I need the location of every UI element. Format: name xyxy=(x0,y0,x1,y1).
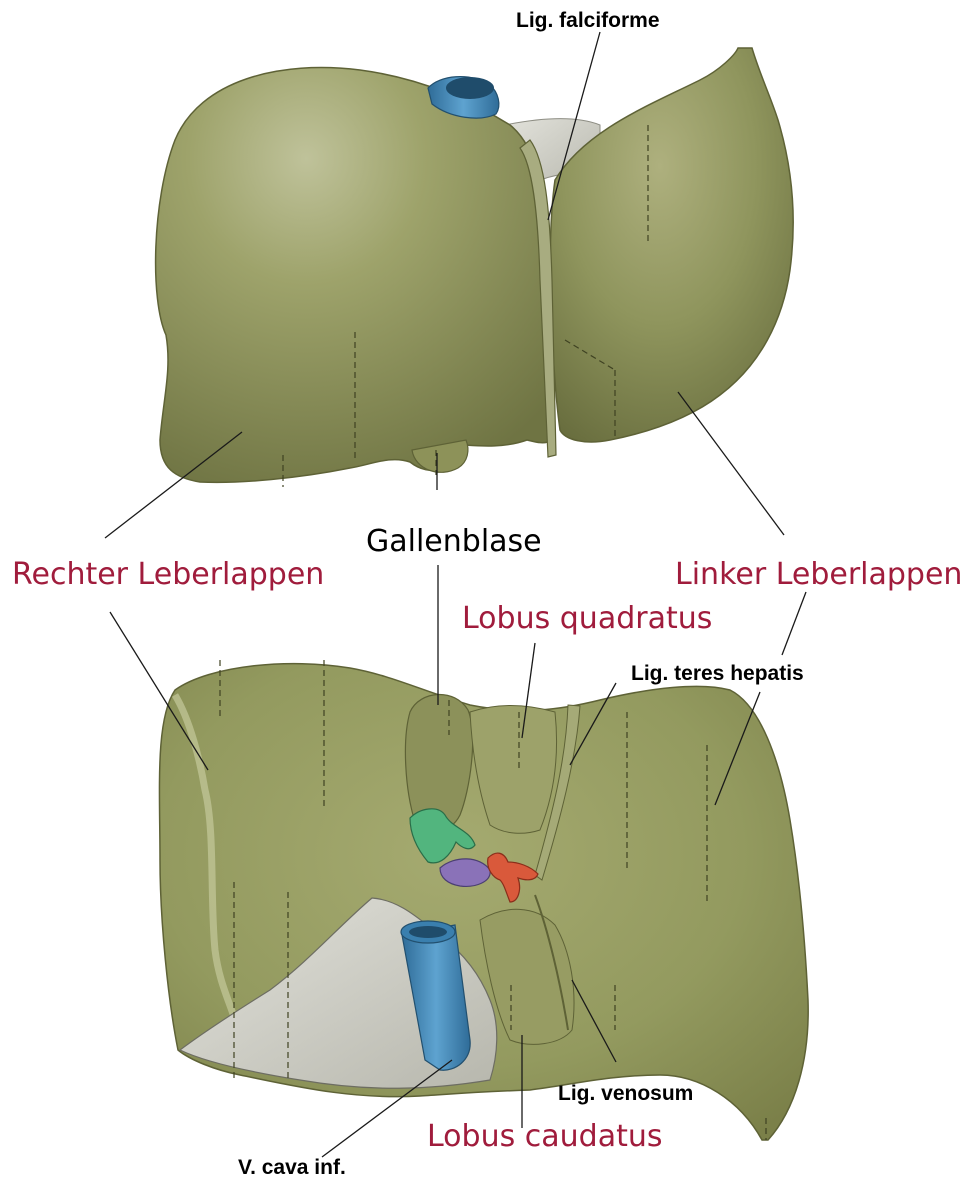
label-lig-falciforme: Lig. falciforme xyxy=(516,10,660,31)
label-lig-venosum: Lig. venosum xyxy=(558,1083,693,1104)
label-linker-leberlappen: Linker Leberlappen xyxy=(675,560,962,590)
bottom-liver-view xyxy=(159,660,808,1140)
right-lobe-top xyxy=(156,68,552,483)
label-lobus-quadratus: Lobus quadratus xyxy=(462,604,712,634)
label-gallenblase: Gallenblase xyxy=(366,527,542,557)
label-lobus-caudatus: Lobus caudatus xyxy=(427,1122,663,1152)
label-rechter-leberlappen: Rechter Leberlappen xyxy=(12,560,324,590)
label-lig-teres-hepatis: Lig. teres hepatis xyxy=(631,663,804,684)
top-liver-view xyxy=(156,48,794,487)
label-v-cava-inf: V. cava inf. xyxy=(238,1157,346,1178)
left-lobe-top xyxy=(550,48,793,442)
portal-vein-purple xyxy=(440,859,490,887)
